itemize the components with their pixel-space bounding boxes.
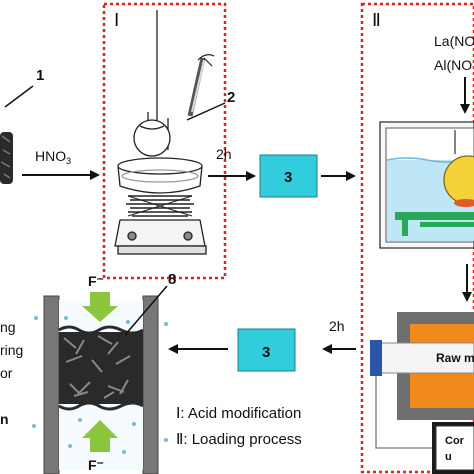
marker-8: 8 bbox=[168, 271, 176, 288]
panel-acid-modification bbox=[102, 2, 227, 280]
left-text-1: ng bbox=[0, 319, 16, 335]
arrow-down-fluoride bbox=[82, 292, 118, 322]
left-text-3: or bbox=[0, 365, 13, 381]
controller-label-1: Cor bbox=[445, 435, 465, 447]
arrow-up-fluoride bbox=[82, 420, 118, 452]
controller-label-2: u bbox=[445, 451, 452, 463]
hno3-subscript: 3 bbox=[66, 156, 71, 166]
reagent-la: La(NO bbox=[434, 33, 474, 49]
marker-2: 2 bbox=[227, 89, 235, 106]
pointer-line-1 bbox=[4, 85, 34, 108]
hno3-label: HNO3 bbox=[35, 148, 71, 166]
left-text-4: n bbox=[0, 411, 9, 427]
tube-furnace bbox=[370, 312, 474, 449]
fluoride-label-top: F⁻ bbox=[88, 273, 104, 289]
raw-carbon-material bbox=[0, 132, 13, 184]
fluoride-label-bottom: F⁻ bbox=[88, 457, 104, 473]
impregnation-bath bbox=[379, 121, 474, 249]
product-box-bottom-label: 3 bbox=[262, 344, 270, 361]
time-label-bottom: 2h bbox=[329, 318, 345, 334]
product-box-top bbox=[259, 154, 318, 198]
panel-ii-title: Ⅱ bbox=[372, 10, 381, 30]
product-box-top-label: 3 bbox=[284, 169, 292, 186]
furnace-label: Raw m bbox=[436, 351, 474, 365]
marker-1: 1 bbox=[36, 67, 44, 84]
temperature-controller bbox=[432, 422, 474, 474]
legend-loading-process: Ⅱ: Loading process bbox=[176, 431, 302, 448]
pointer-line-2 bbox=[186, 102, 226, 121]
product-box-bottom bbox=[237, 328, 296, 372]
panel-loading-process bbox=[360, 2, 474, 474]
reagent-al: Al(NO bbox=[434, 57, 472, 73]
hno3-prefix: HNO bbox=[35, 148, 66, 164]
time-label-top: 2h bbox=[216, 146, 232, 162]
reflux-apparatus bbox=[114, 10, 215, 255]
panel-i-title: Ⅰ bbox=[114, 10, 119, 30]
left-text-2: ring bbox=[0, 342, 23, 358]
legend-acid-modification: Ⅰ: Acid modification bbox=[176, 405, 301, 422]
pointer-line-8 bbox=[124, 285, 168, 336]
